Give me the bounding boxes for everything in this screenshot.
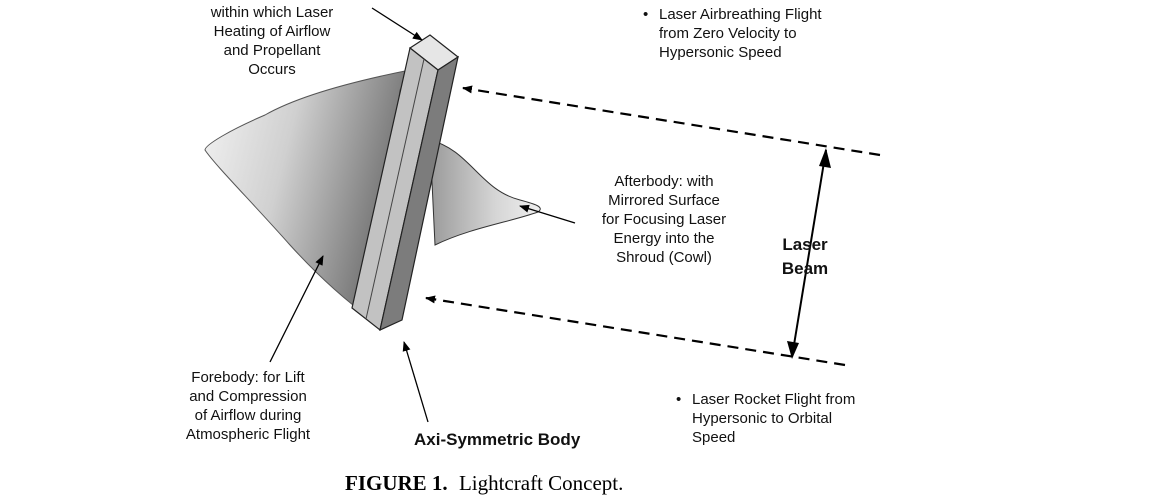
afterbody-label: Afterbody: with Mirrored Surface for Foc… [601, 173, 727, 266]
figure-caption: FIGURE 1. Lightcraft Concept. [345, 471, 623, 496]
bullet-icon: • [643, 6, 649, 23]
shroud-edge-line [365, 58, 425, 320]
forebody-pointer-arrow [269, 255, 324, 363]
axisymmetric-body-label: Axi-Symmetric Body [414, 430, 581, 449]
shroud-label: within which Laser Heating of Airflow an… [210, 4, 334, 78]
beam-width-arrowhead-top [819, 148, 831, 168]
shroud-side-face [379, 55, 459, 332]
forebody-shape [204, 69, 411, 319]
forebody-label: Forebody: for Lift and Compression of Ai… [185, 369, 311, 443]
rocket-flight-label: • Laser Rocket Flight from Hypersonic to… [676, 391, 856, 446]
afterbody-shape [429, 139, 541, 246]
axisymmetric-pointer-arrow [402, 341, 429, 423]
airbreathing-flight-label: • Laser Airbreathing Flight from Zero Ve… [643, 6, 822, 61]
beam-width-arrow [791, 149, 827, 358]
figure-number: FIGURE 1. [345, 471, 448, 495]
afterbody-pointer-arrow [519, 204, 576, 224]
beam-line-lower [425, 295, 846, 367]
beam-line-upper [462, 85, 881, 157]
shroud-pointer-arrow [371, 7, 423, 41]
bullet-icon: • [676, 391, 682, 408]
laser-beam-label: Laser Beam [781, 235, 829, 278]
figure-title: Lightcraft Concept. [458, 471, 624, 495]
beam-width-arrowhead-bottom [787, 341, 799, 359]
